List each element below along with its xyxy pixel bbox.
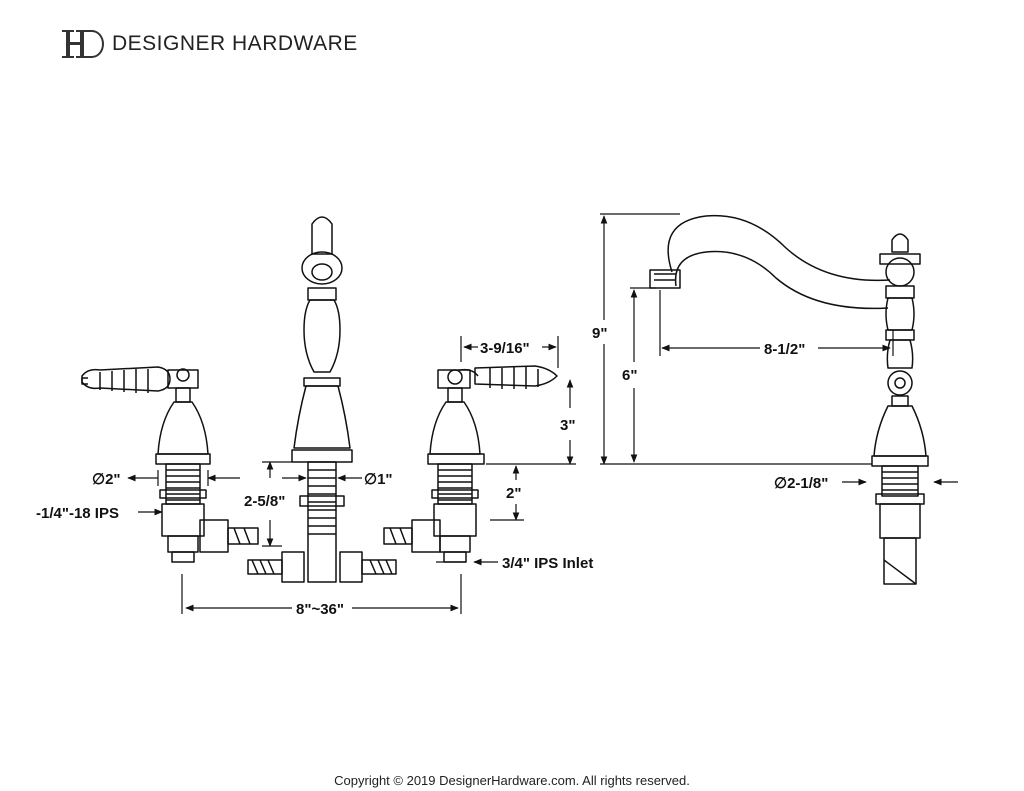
brand-name: DESIGNER HARDWARE xyxy=(112,32,358,55)
side-view-faucet xyxy=(649,214,929,585)
dim-height-3: 3" xyxy=(560,417,575,434)
dim-height-2-5-8: 2-5/8" xyxy=(244,493,285,510)
copyright-footer: Copyright © 2019 DesignerHardware.com. A… xyxy=(334,773,690,788)
dim-reach-8-1-2: 8-1/2" xyxy=(764,341,805,358)
dim-diameter-2-1-8: ∅2-1/8" xyxy=(774,475,828,492)
dim-diameter-1: ∅1" xyxy=(364,471,393,488)
right-handle-valve xyxy=(427,365,558,563)
dim-thread-ips: -1/4"-18 IPS xyxy=(36,505,119,522)
dim-diameter-2: ∅2" xyxy=(92,471,121,488)
left-handle-valve xyxy=(81,366,211,563)
dh-monogram-icon xyxy=(62,30,104,58)
dim-height-6: 6" xyxy=(622,367,637,384)
supply-connectors xyxy=(199,519,441,553)
dim-height-2: 2" xyxy=(506,485,521,502)
dim-inlet: 3/4" IPS Inlet xyxy=(502,555,593,572)
center-spout-front xyxy=(247,216,397,583)
dim-width-3-9-16: 3-9/16" xyxy=(480,340,530,357)
dim-height-9: 9" xyxy=(592,325,607,342)
dim-spread: 8"~36" xyxy=(296,601,344,618)
brand-header: DESIGNER HARDWARE xyxy=(62,26,358,62)
